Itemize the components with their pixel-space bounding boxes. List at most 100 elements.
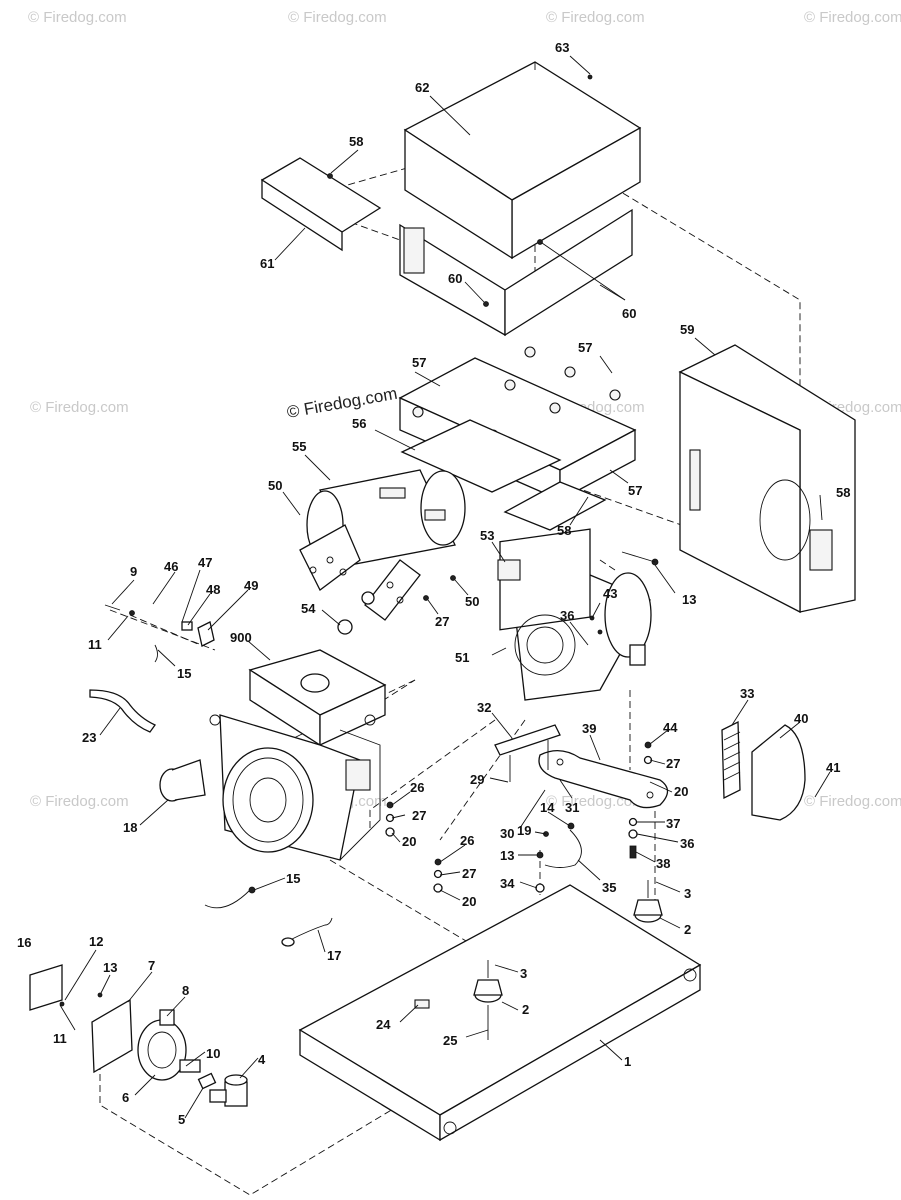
callout-33: 33 — [740, 686, 754, 701]
callout-58: 58 — [557, 523, 571, 538]
callout-14: 14 — [540, 800, 555, 815]
callout-27: 27 — [462, 866, 476, 881]
fuel-regulator-6 — [91, 998, 201, 1081]
callout-26: 26 — [460, 833, 474, 848]
callout-55: 55 — [292, 439, 306, 454]
callout-3: 3 — [520, 966, 527, 981]
mount-bracket-32 — [494, 724, 561, 782]
oil-drain-hose-17 — [281, 917, 333, 947]
callout-7: 7 — [148, 958, 155, 973]
callout-57: 57 — [412, 355, 426, 370]
vibration-mount-2a — [633, 880, 663, 923]
callout-44: 44 — [663, 720, 678, 735]
callout-54: 54 — [301, 601, 316, 616]
callout-49: 49 — [244, 578, 258, 593]
callout-37: 37 — [666, 816, 680, 831]
callout-3: 3 — [684, 886, 691, 901]
watermark: © Firedog.com — [546, 9, 645, 26]
callout-38: 38 — [656, 856, 670, 871]
callout-12: 12 — [89, 934, 103, 949]
callout-29: 29 — [470, 772, 484, 787]
hardware-stack-left — [385, 801, 443, 893]
callout-11: 11 — [88, 637, 102, 652]
callout-32: 32 — [477, 700, 491, 715]
callout-20: 20 — [402, 834, 416, 849]
ground-strap-35 — [543, 822, 582, 868]
callout-8: 8 — [182, 983, 189, 998]
decal-16 — [29, 964, 63, 1011]
generator-51 — [497, 528, 659, 701]
callout-56: 56 — [352, 416, 366, 431]
callout-53: 53 — [480, 528, 494, 543]
mount-bracket-39 — [538, 750, 669, 809]
callout-36: 36 — [560, 608, 574, 623]
enclosure-door-panel-60 — [399, 208, 633, 337]
callout-13: 13 — [682, 592, 696, 607]
hardware-stack-right — [535, 741, 653, 893]
watermark: © Firedog.com — [30, 793, 129, 810]
callout-5: 5 — [178, 1112, 185, 1127]
callout-2: 2 — [522, 1002, 529, 1017]
engine-900 — [209, 649, 387, 861]
callout-50: 50 — [465, 594, 479, 609]
callout-51: 51 — [455, 650, 469, 665]
callout-57: 57 — [628, 483, 642, 498]
callout-57: 57 — [578, 340, 592, 355]
callout-11: 11 — [53, 1031, 67, 1046]
callout-numbers: 63 62 58 61 60 60 59 57 57 57 56 55 50 5… — [17, 40, 850, 1127]
callout-6: 6 — [122, 1090, 129, 1105]
wire-harness-15 — [204, 886, 256, 909]
leader-lines — [59, 55, 831, 1119]
callout-27: 27 — [435, 614, 449, 629]
callout-62: 62 — [415, 80, 429, 95]
callout-10: 10 — [206, 1046, 220, 1061]
callout-4: 4 — [258, 1052, 266, 1067]
callout-19: 19 — [517, 823, 531, 838]
callout-36: 36 — [680, 836, 694, 851]
callout-34: 34 — [500, 876, 515, 891]
base-frame-1 — [298, 884, 702, 1142]
callout-41: 41 — [826, 760, 840, 775]
air-intake-adapter-18 — [159, 759, 206, 802]
callout-58: 58 — [836, 485, 850, 500]
callout-16: 16 — [17, 935, 31, 950]
callout-1: 1 — [624, 1054, 631, 1069]
callout-60: 60 — [448, 271, 462, 286]
callout-9: 9 — [130, 564, 137, 579]
callout-30: 30 — [500, 826, 514, 841]
watermark: © Firedog.com — [804, 793, 901, 810]
callout-20: 20 — [462, 894, 476, 909]
enclosure-roof-62 — [403, 61, 642, 260]
callout-20: 20 — [674, 784, 688, 799]
callout-63: 63 — [555, 40, 569, 55]
callout-31: 31 — [565, 800, 579, 815]
callout-17: 17 — [327, 948, 341, 963]
callout-60: 60 — [622, 306, 636, 321]
fitting-5 — [197, 1072, 217, 1090]
callout-27: 27 — [666, 756, 680, 771]
vibration-mount-2b — [473, 960, 503, 1040]
callout-61: 61 — [260, 256, 274, 271]
callout-35: 35 — [602, 880, 616, 895]
callout-24: 24 — [376, 1017, 391, 1032]
callout-18: 18 — [123, 820, 137, 835]
callout-59: 59 — [680, 322, 694, 337]
end-cover-40 — [751, 724, 806, 821]
intake-hose-23 — [89, 689, 156, 733]
callout-39: 39 — [582, 721, 596, 736]
callout-50: 50 — [268, 478, 282, 493]
callout-23: 23 — [82, 730, 96, 745]
callout-27: 27 — [412, 808, 426, 823]
cover-plate-56 — [400, 419, 607, 531]
exhaust-hood-61 — [260, 157, 382, 252]
callout-26: 26 — [410, 780, 424, 795]
callout-15: 15 — [286, 871, 300, 886]
callout-46: 46 — [164, 559, 178, 574]
watermark: © Firedog.com — [288, 9, 387, 26]
callout-13: 13 — [103, 960, 117, 975]
callout-58: 58 — [349, 134, 363, 149]
watermark: © Firedog.com — [804, 9, 901, 26]
callout-48: 48 — [206, 582, 220, 597]
grille-33 — [721, 720, 741, 800]
